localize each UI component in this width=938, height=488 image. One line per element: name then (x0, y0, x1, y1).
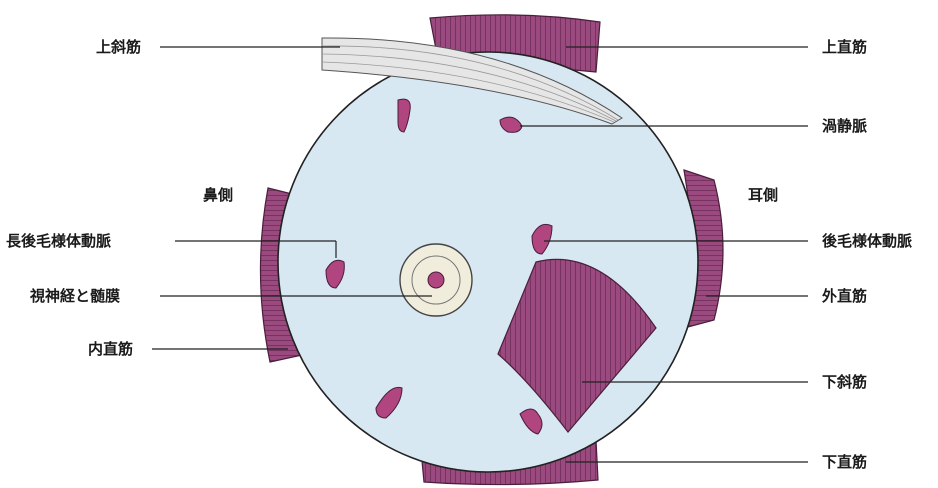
label-nasal-side: 鼻側 (203, 186, 233, 204)
label-long-posterior-ciliary-artery: 長後毛様体動脈 (6, 232, 111, 250)
label-posterior-ciliary-artery: 後毛様体動脈 (822, 232, 912, 250)
label-optic-nerve-and-sheath: 視神経と髄膜 (30, 287, 120, 305)
label-inferior-oblique: 下斜筋 (822, 373, 867, 391)
label-temporal-side: 耳側 (748, 186, 778, 204)
label-superior-oblique: 上斜筋 (96, 38, 141, 56)
label-vortex-vein: 渦静脈 (822, 117, 867, 135)
label-inferior-rectus: 下直筋 (822, 453, 867, 471)
label-lateral-rectus: 外直筋 (822, 287, 867, 305)
label-superior-rectus: 上直筋 (822, 38, 867, 56)
label-medial-rectus: 内直筋 (88, 340, 133, 358)
central-retinal-vessel (428, 272, 444, 288)
